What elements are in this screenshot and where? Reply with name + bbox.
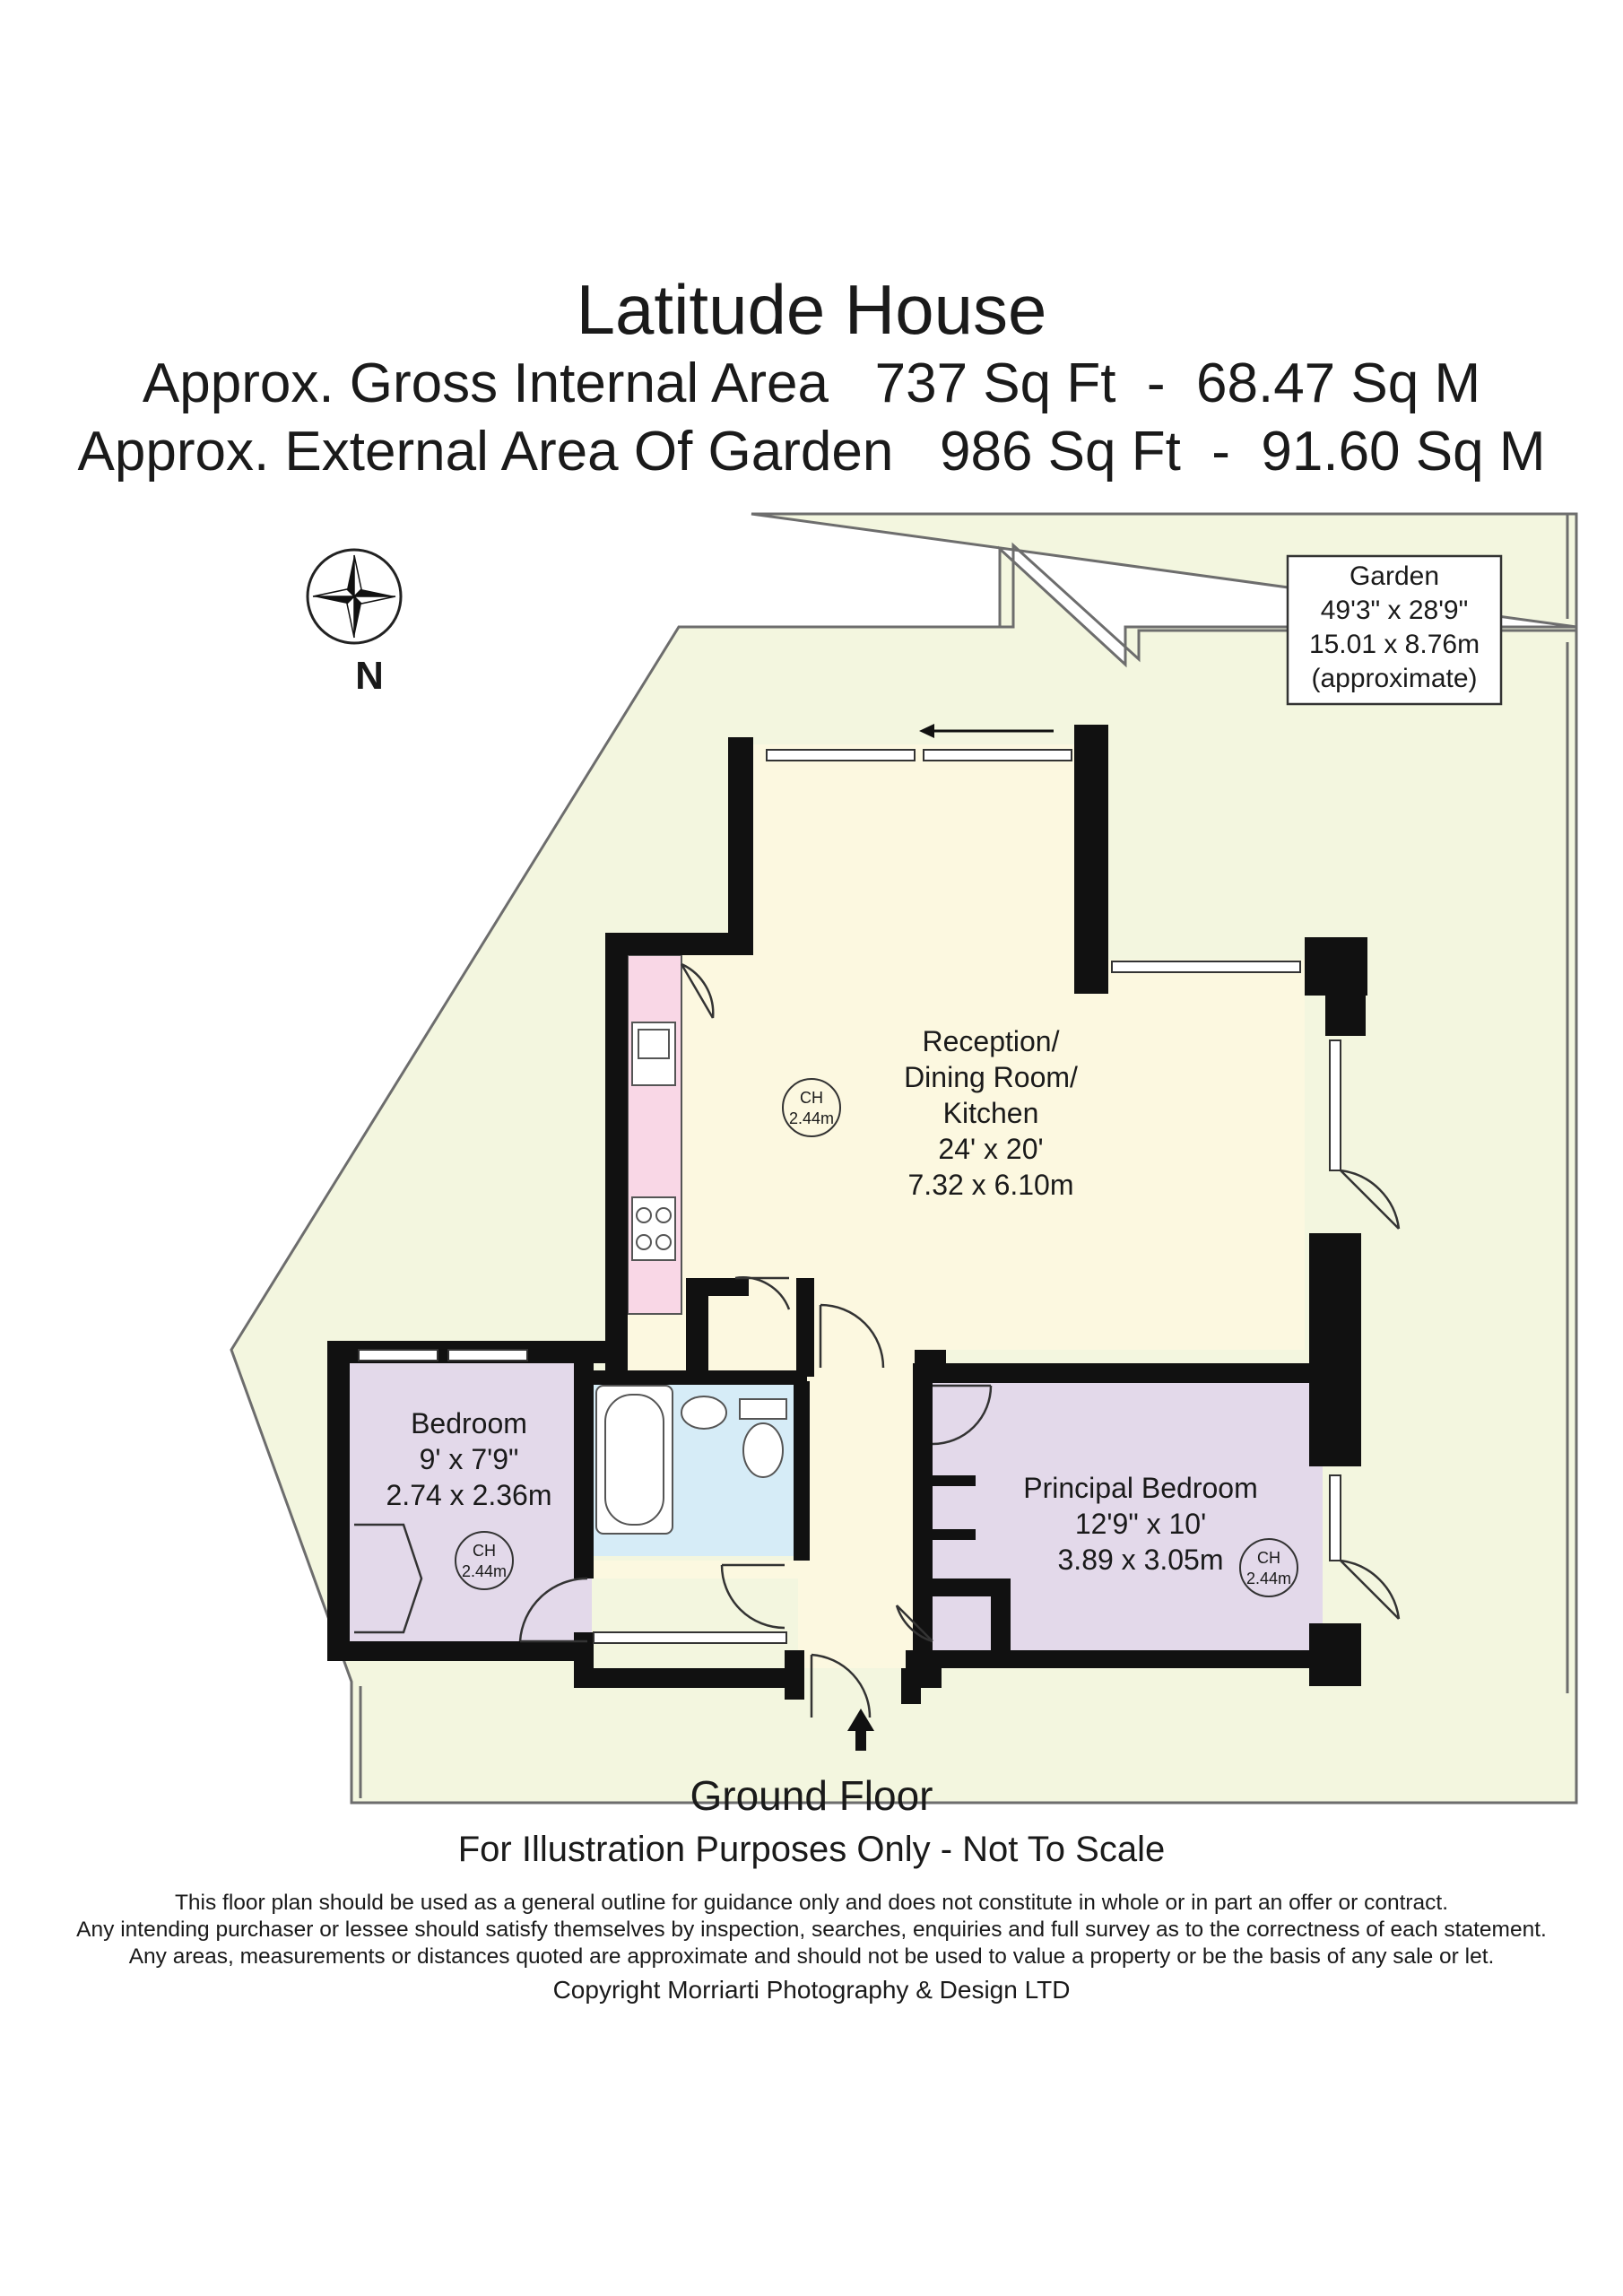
hob-ring — [655, 1207, 672, 1223]
bathtub — [595, 1385, 673, 1535]
disclaimer-line-2: Any intending purchaser or lessee should… — [76, 1918, 1547, 1942]
doors — [518, 962, 1401, 1718]
external-garden-area: Approx. External Area Of Garden 986 Sq F… — [77, 421, 1546, 483]
reception-name-line1: Reception/ — [923, 1025, 1060, 1057]
principal-bedroom-metric: 3.89 x 3.05m — [1058, 1544, 1224, 1576]
ch-label: CH — [1257, 1549, 1280, 1567]
hob-ring — [636, 1234, 652, 1250]
principal-bedroom-floor — [915, 1381, 1323, 1668]
windows — [358, 749, 1341, 1644]
bedroom-metric: 2.74 x 2.36m — [386, 1479, 552, 1511]
bathtub-inner — [604, 1394, 664, 1526]
sliding-door-arrowhead — [919, 724, 934, 738]
ch-value: 2.44m — [462, 1562, 507, 1580]
toilet-bowl — [742, 1422, 784, 1478]
ceiling-height-badge-reception: CH 2.44m — [782, 1078, 841, 1137]
ch-label: CH — [473, 1542, 496, 1560]
ceiling-height-badge-principal: CH 2.44m — [1239, 1538, 1298, 1597]
kitchen-sink-bowl — [638, 1029, 670, 1059]
copyright: Copyright Morriarti Photography & Design… — [552, 1976, 1071, 2004]
floor-plan: N Garden 49'3" x 28'9" 15.01 x 8.76m (ap… — [230, 512, 1578, 1805]
hob-ring — [655, 1234, 672, 1250]
reception-metric: 7.32 x 6.10m — [908, 1169, 1074, 1201]
compass-rose-icon — [306, 548, 403, 645]
property-title: Latitude House — [576, 270, 1047, 349]
bedroom-floor — [341, 1363, 592, 1650]
illustration-note: For Illustration Purposes Only - Not To … — [457, 1830, 1166, 1869]
garden-imperial: 49'3" x 28'9" — [1321, 596, 1469, 625]
garden-zigzag-boundary — [679, 542, 1576, 663]
garden-name: Garden — [1350, 561, 1439, 591]
garden-note: (approximate) — [1311, 664, 1477, 693]
floor-label: Ground Floor — [690, 1772, 933, 1819]
entrance-arrow — [847, 1709, 874, 1751]
compass-north-label: N — [355, 654, 384, 698]
ceiling-height-badge-bedroom: CH 2.44m — [455, 1531, 514, 1590]
ch-label: CH — [800, 1089, 823, 1107]
hallway-floor — [594, 1327, 915, 1668]
gross-internal-area: Approx. Gross Internal Area 737 Sq Ft - … — [142, 352, 1481, 414]
hob-ring — [636, 1207, 652, 1223]
reception-floor — [619, 744, 1305, 1399]
bedroom-imperial: 9' x 7'9" — [420, 1443, 519, 1475]
kitchen-hob — [631, 1196, 676, 1261]
ch-value: 2.44m — [789, 1109, 834, 1127]
reception-name-line3: Kitchen — [943, 1097, 1039, 1129]
principal-bedroom-name: Principal Bedroom — [1023, 1472, 1257, 1504]
bedroom-name: Bedroom — [411, 1407, 527, 1439]
principal-bedroom-imperial: 12'9" x 10' — [1075, 1508, 1206, 1540]
reception-name-line2: Dining Room/ — [904, 1061, 1078, 1093]
disclaimer-line-3: Any areas, measurements or distances quo… — [128, 1944, 1495, 1969]
toilet-cistern — [739, 1398, 787, 1420]
washbasin — [681, 1396, 727, 1430]
disclaimer-line-1: This floor plan should be used as a gene… — [174, 1891, 1449, 1915]
reception-imperial: 24' x 20' — [938, 1133, 1043, 1165]
wardrobe-doors — [354, 1523, 423, 1634]
garden-metric: 15.01 x 8.76m — [1309, 630, 1480, 659]
ch-value: 2.44m — [1246, 1570, 1291, 1587]
garden-label-box — [1286, 554, 1503, 706]
